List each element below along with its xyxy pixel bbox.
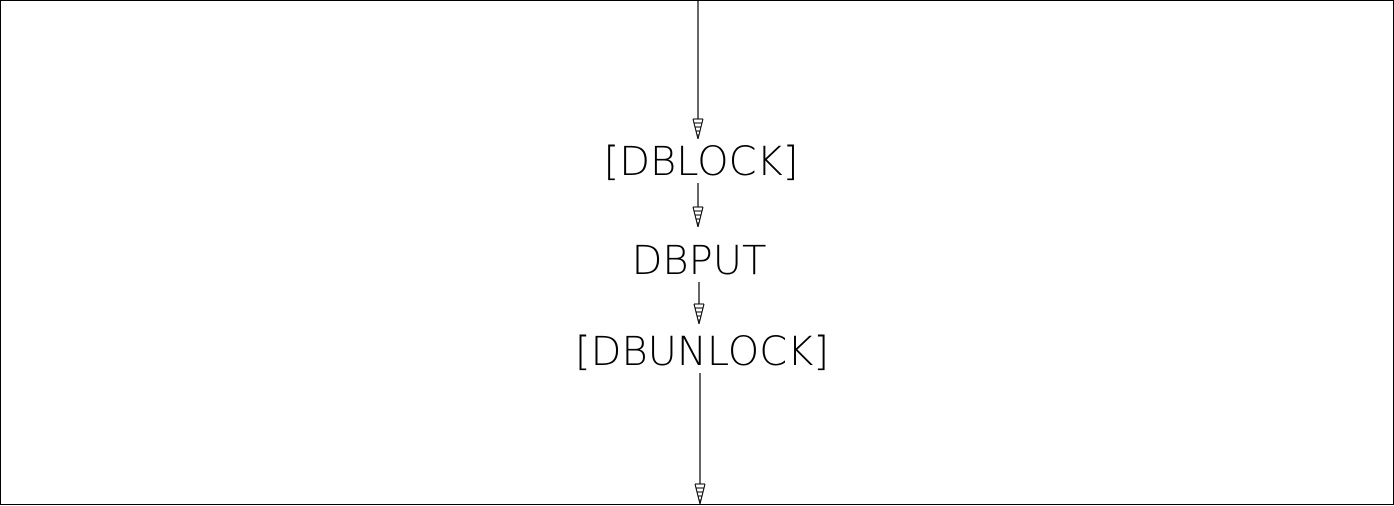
arrowhead-icon xyxy=(692,206,704,228)
edge-dbput-to-dbunlock xyxy=(693,282,705,325)
edge-dbunlock-to-exit xyxy=(694,373,706,505)
node-dbunlock-label: [DBUNLOCK] xyxy=(575,329,829,375)
edge-entry-to-dblock xyxy=(692,1,704,140)
arrowhead-icon xyxy=(692,118,704,140)
arrowhead-icon xyxy=(694,483,706,505)
node-dblock-label: [DBLOCK] xyxy=(604,139,799,185)
node-dbput-label: DBPUT xyxy=(632,238,767,284)
arrowhead-icon xyxy=(693,303,705,325)
edge-dblock-to-dbput xyxy=(692,183,704,228)
